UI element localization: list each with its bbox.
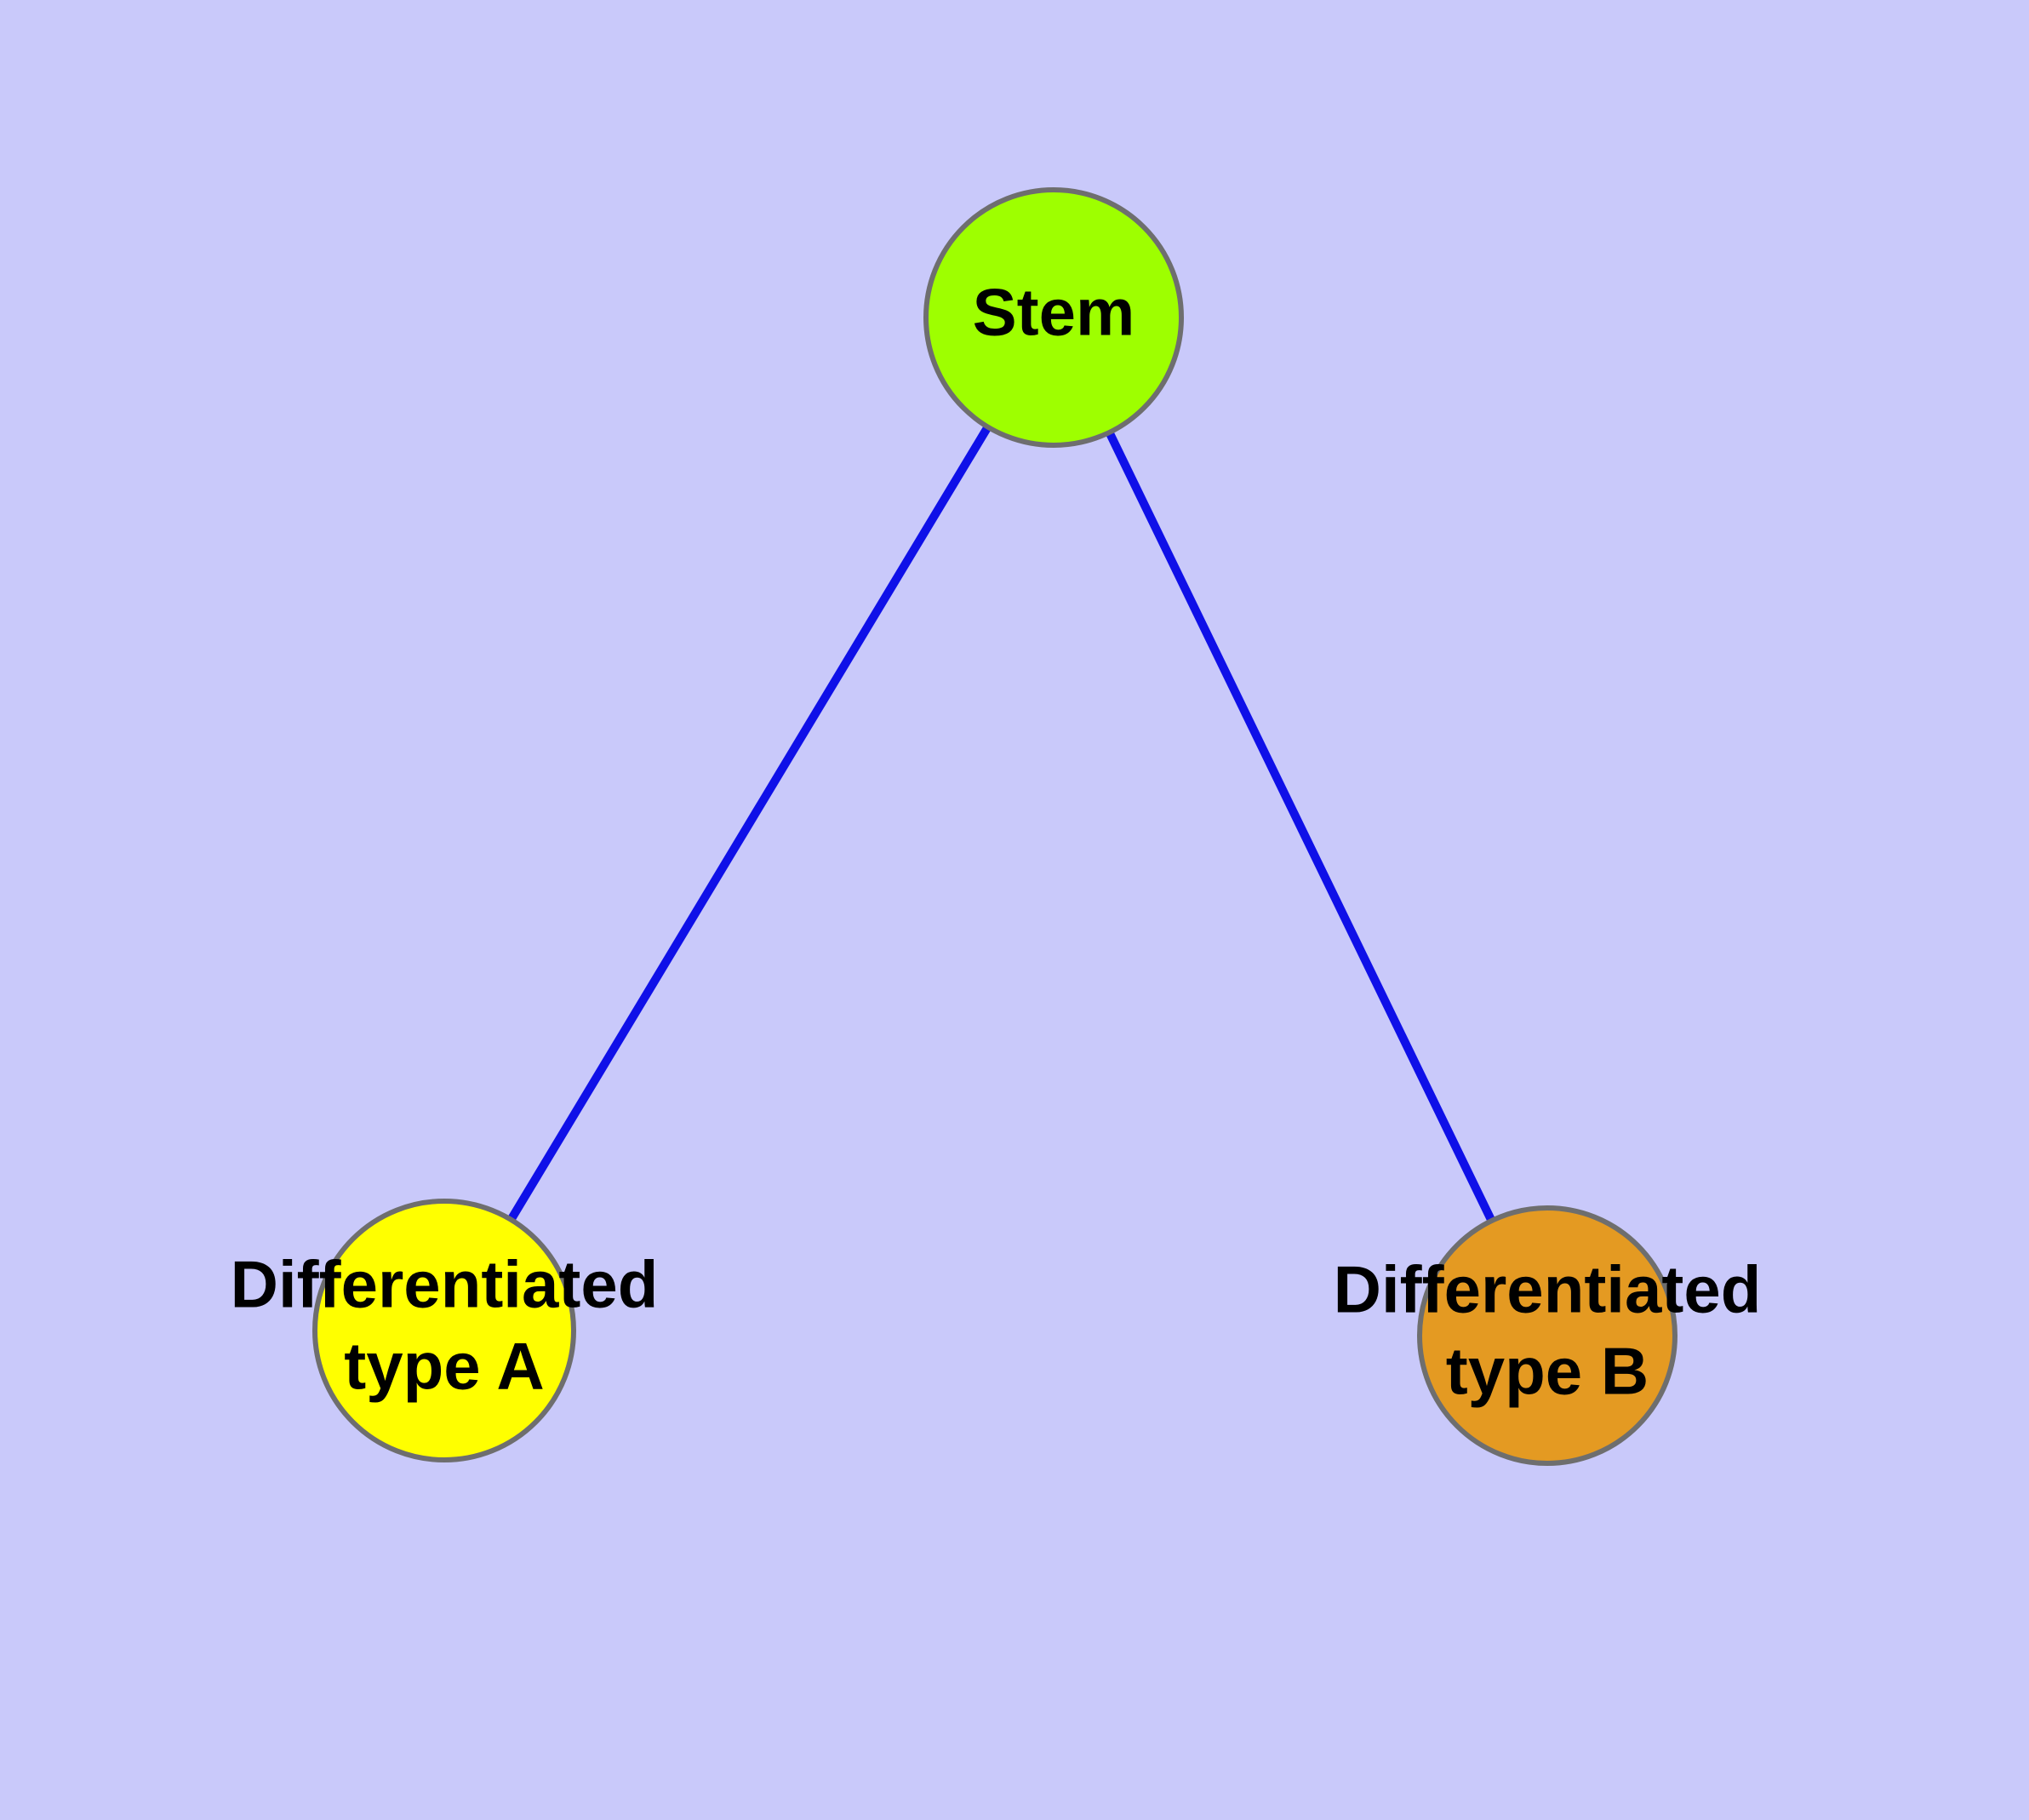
node-label-stem-line-1: Stem xyxy=(973,275,1135,350)
node-label-diff_b-line-1: Differentiated xyxy=(1334,1252,1762,1327)
edge-layer xyxy=(440,315,1552,1338)
node-circle-diff_a[interactable] xyxy=(312,1199,576,1462)
graph-node-stem[interactable]: Stem xyxy=(923,187,1184,448)
node-label-diff_a-line-1: Differentiated xyxy=(231,1247,659,1322)
node-label-diff_a-line-2: type A xyxy=(344,1329,545,1404)
graph-edge-stem-to-diff_b xyxy=(1049,315,1552,1338)
node-circle-diff_b[interactable] xyxy=(1417,1205,1677,1466)
node-label-diff_b-line-2: type B xyxy=(1446,1334,1649,1409)
node-circle-stem[interactable] xyxy=(923,187,1184,448)
graph-edge-stem-to-diff_a xyxy=(440,315,1058,1333)
